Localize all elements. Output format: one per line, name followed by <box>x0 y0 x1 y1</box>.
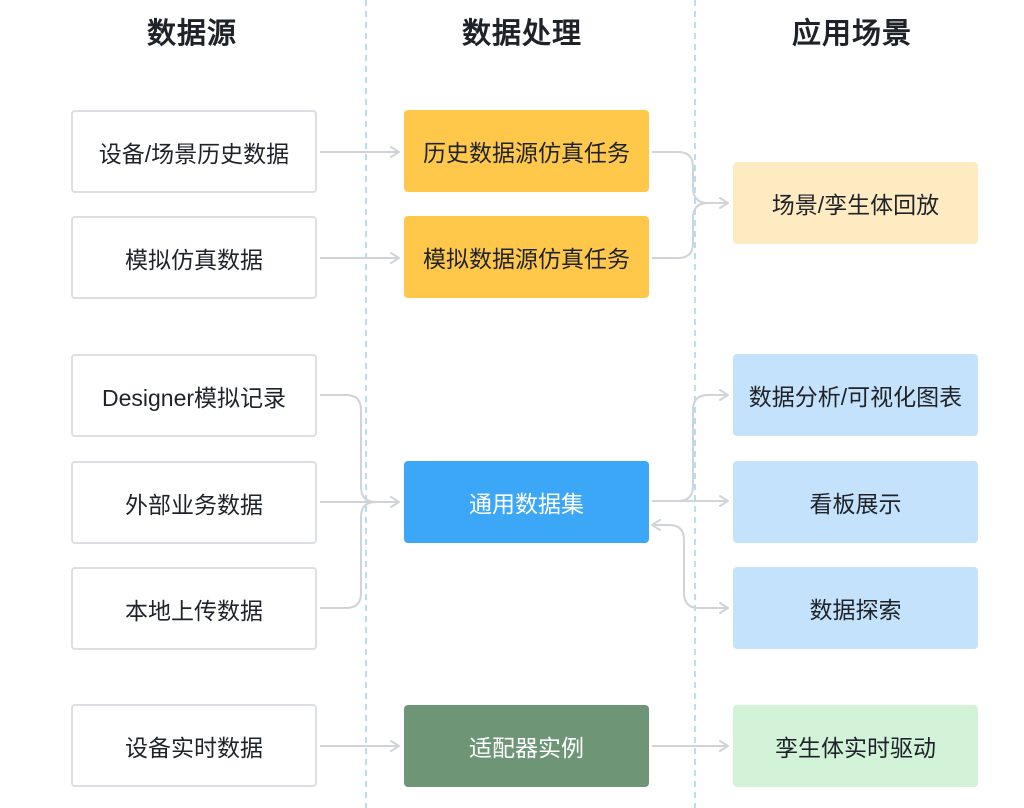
node-label: 通用数据集 <box>469 491 584 517</box>
source-node-business-data: 外部业务数据 <box>71 461 317 544</box>
process-node-dataset: 通用数据集 <box>404 461 649 543</box>
column-title-source: 数据源 <box>146 18 237 50</box>
source-node-simulation-data: 模拟仿真数据 <box>71 216 317 299</box>
arrow-dataset-explore-bidirectional <box>651 519 729 614</box>
node-label: 外部业务数据 <box>125 491 263 518</box>
app-node-data-explore: 数据探索 <box>733 567 978 649</box>
process-node-adapter-instance: 适配器实例 <box>404 705 649 787</box>
arrow-sim-task-to-playback <box>652 202 709 259</box>
node-label: 场景/孪生体回放 <box>771 192 940 218</box>
arrow-upload-data-to-dataset <box>320 501 377 609</box>
node-label: 本地上传数据 <box>125 597 263 624</box>
node-label: 模拟仿真数据 <box>125 246 263 273</box>
app-node-analysis-charts: 数据分析/可视化图表 <box>733 354 978 436</box>
node-label: 设备实时数据 <box>125 734 263 761</box>
column-title-processing: 数据处理 <box>461 18 582 50</box>
process-node-sim-data-task: 模拟数据源仿真任务 <box>404 216 649 298</box>
node-label: 历史数据源仿真任务 <box>423 140 630 166</box>
source-node-realtime-data: 设备实时数据 <box>71 704 317 787</box>
node-label: 模拟数据源仿真任务 <box>423 246 630 272</box>
node-label: 数据分析/可视化图表 <box>748 384 963 410</box>
column-title-application: 应用场景 <box>791 18 912 50</box>
source-node-upload-data: 本地上传数据 <box>71 567 317 650</box>
node-label: 设备/场景历史数据 <box>98 140 290 167</box>
app-node-realtime-drive: 孪生体实时驱动 <box>733 705 978 787</box>
arrow-designer-to-dataset <box>320 394 377 503</box>
node-label: 适配器实例 <box>469 735 584 761</box>
source-node-designer-record: Designer模拟记录 <box>71 354 317 437</box>
arrow-dataset-to-analysis <box>652 389 729 502</box>
process-node-history-sim-task: 历史数据源仿真任务 <box>404 110 649 192</box>
node-label: 看板展示 <box>809 491 902 517</box>
node-label: Designer模拟记录 <box>101 384 287 411</box>
arrow-history-task-to-playback <box>652 151 729 209</box>
app-node-dashboard: 看板展示 <box>733 461 978 543</box>
node-label: 孪生体实时驱动 <box>775 735 936 761</box>
app-node-playback: 场景/孪生体回放 <box>733 162 978 244</box>
source-node-history-data: 设备/场景历史数据 <box>71 110 317 193</box>
node-label: 数据探索 <box>809 597 902 623</box>
